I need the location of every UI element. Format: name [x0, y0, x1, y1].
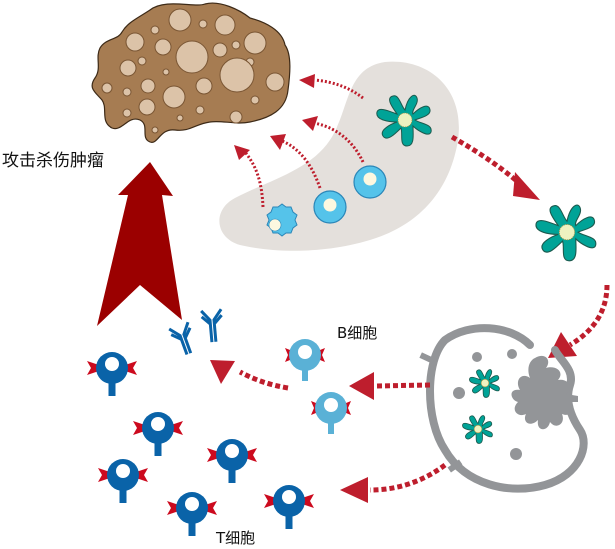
- to-tcell-arrow: [369, 462, 447, 493]
- to-bcell-arrow-head: [349, 372, 374, 400]
- b-cell: [311, 392, 351, 434]
- arrow-cell3-to-tumor: [313, 121, 365, 163]
- migration-arrow-head: [513, 172, 540, 200]
- t-cell: [98, 459, 148, 503]
- t-cell: [167, 492, 217, 536]
- tumor-cell: [91, 2, 291, 143]
- b-cell-label: B细胞: [337, 324, 378, 342]
- antigen-cell: [469, 369, 500, 398]
- immune-cell: [313, 190, 347, 224]
- migration-arrow: [450, 134, 520, 184]
- to-bcell-arrow: [374, 382, 431, 389]
- arrow-cell2-to-tumor: [279, 138, 322, 189]
- t-cell-label: T细胞: [216, 529, 256, 547]
- attack-arrow: [97, 162, 182, 326]
- to-tcell-arrow-head: [340, 477, 368, 503]
- antibody: [200, 308, 223, 343]
- attack-tumor-label: 攻击杀伤肿瘤: [2, 151, 104, 171]
- kill-arrow-heads: [234, 74, 318, 160]
- lymph-node: [419, 324, 588, 493]
- antigen-cell: [462, 415, 493, 444]
- b-cell: [285, 339, 325, 381]
- migrating-dendritic-cell: [535, 204, 597, 262]
- to-lymph-arrow: [568, 284, 610, 348]
- immune-cell: [353, 165, 387, 199]
- t-cell: [87, 352, 137, 396]
- antibody: [168, 321, 193, 355]
- arrow-dc-to-tumor: [314, 78, 364, 100]
- dendritic-cell: [376, 94, 432, 147]
- antibodies: [168, 308, 223, 355]
- kill-arrows: [243, 78, 365, 208]
- b-cells: [285, 339, 351, 434]
- t-cell: [207, 439, 257, 483]
- t-cells: [87, 352, 314, 536]
- arrow-nk-to-tumor: [243, 151, 265, 208]
- nk-cell: [266, 203, 298, 237]
- to-antibody-arrow-head: [210, 360, 235, 384]
- to-antibody-arrow: [238, 369, 289, 391]
- t-cell: [133, 412, 183, 456]
- t-cell: [264, 485, 314, 529]
